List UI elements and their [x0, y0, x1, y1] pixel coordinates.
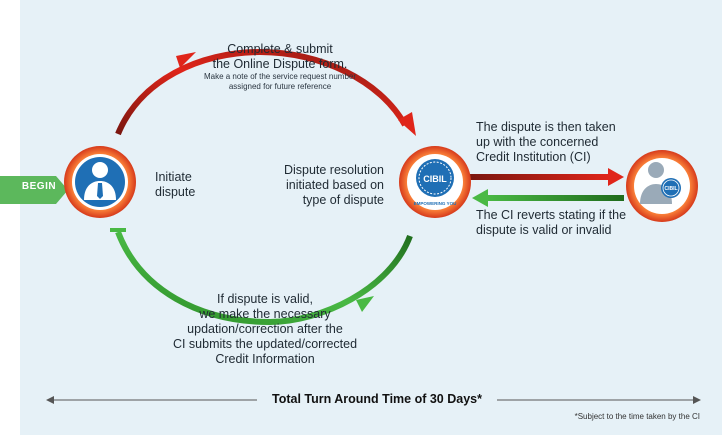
taken-up-line1: The dispute is then taken	[476, 120, 616, 134]
taken-up-arrow-head	[608, 168, 624, 186]
cibil-node	[399, 146, 471, 218]
submit-note-line2: assigned for future reference	[228, 82, 332, 91]
taken-up-line3: Credit Institution (CI)	[476, 150, 591, 164]
person-icon	[84, 162, 116, 200]
valid-line3: updation/correction after the	[187, 322, 343, 336]
cibil-label-line3: type of dispute	[302, 193, 384, 207]
begin-arrow	[0, 176, 68, 204]
valid-step-text: If dispute is valid, we make the necessa…	[150, 292, 380, 367]
taken-up-line2: up with the concerned	[476, 135, 599, 149]
cibil-label-line1: Dispute resolution	[283, 163, 384, 177]
ci-reverts-arrow-head	[472, 189, 488, 207]
ci-reverts-line1: The CI reverts stating if the	[476, 208, 627, 222]
valid-line2: we make the necessary	[199, 307, 331, 321]
cibil-label-line2: initiated based on	[286, 178, 384, 192]
ci-badge-text: CIBIL	[664, 186, 677, 192]
submit-arc-arrow	[115, 48, 408, 136]
ci-reverts-arrow	[486, 195, 624, 201]
ci-reverts-step-text: The CI reverts stating if the dispute is…	[476, 208, 646, 238]
submit-line1: Complete & submit	[227, 42, 333, 56]
initiate-label-line2: dispute	[155, 185, 196, 199]
initiate-label: Initiate dispute	[155, 170, 195, 200]
timeline-right-head	[693, 396, 701, 404]
ci-reverts-line2: dispute is valid or invalid	[476, 223, 612, 237]
submit-arrow-head	[398, 112, 416, 136]
begin-label: BEGIN	[21, 181, 57, 192]
valid-arc-arrow	[115, 230, 413, 326]
valid-line5: Credit Information	[215, 352, 315, 366]
timeline-left-head	[46, 396, 54, 404]
turnaround-label: Total Turn Around Time of 30 Days*	[257, 392, 497, 406]
submit-arrow-tail-head	[176, 52, 196, 68]
taken-up-step-text: The dispute is then taken up with the co…	[476, 120, 646, 165]
valid-arrow-tail-cap	[110, 228, 126, 232]
initiate-label-line1: Initiate	[155, 170, 192, 184]
valid-line1: If dispute is valid,	[217, 292, 313, 306]
person-with-cibil-badge-icon	[640, 162, 681, 204]
submit-line2: the Online Dispute form.	[212, 57, 348, 71]
cibil-label: Dispute resolution initiated based on ty…	[262, 163, 384, 208]
cibil-badge-text: CIBIL	[423, 174, 447, 184]
diagram-background	[20, 0, 722, 435]
submit-step-text: Complete & submit the Online Dispute for…	[180, 42, 380, 92]
valid-arrow-head	[356, 296, 374, 312]
turnaround-footnote: *Subject to the time taken by the CI	[574, 412, 700, 421]
valid-line4: CI submits the updated/corrected	[172, 337, 358, 351]
cibil-tagline: EMPOWERING YOU	[414, 201, 457, 206]
submit-note-line1: Make a note of the service request numbe…	[203, 72, 357, 81]
taken-up-arrow	[470, 174, 610, 180]
